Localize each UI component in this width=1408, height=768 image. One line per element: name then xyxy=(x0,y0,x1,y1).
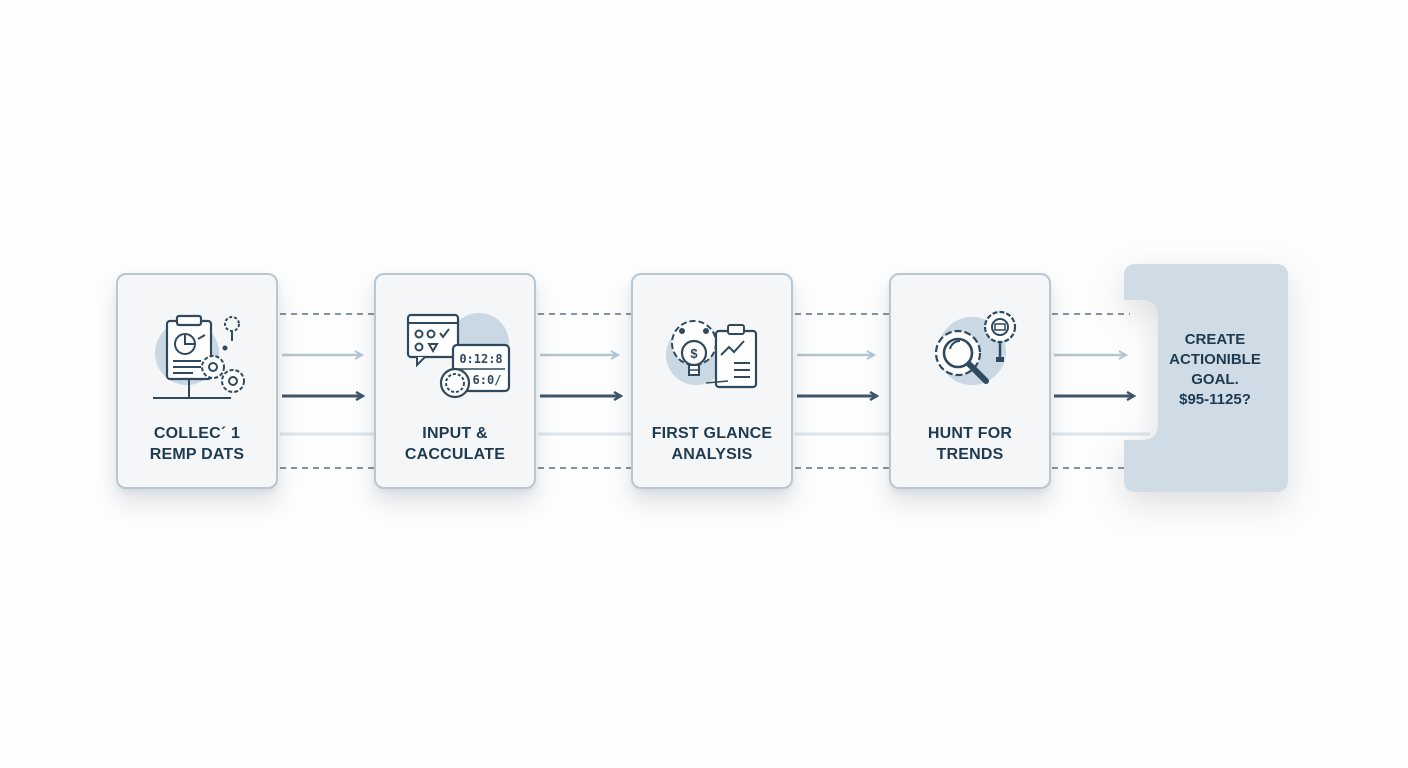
final-goal-label: CREATE ACTIONIBLE GOAL. $95-1125? xyxy=(1169,331,1261,408)
step-label: HUNT FOR TRENDS xyxy=(927,425,1013,463)
connector-4-5 xyxy=(1052,313,1150,469)
connector-3-4 xyxy=(795,313,889,469)
step-card-input-calculate: 0:12:8 6:0/ INPUT & CACCULATE xyxy=(374,273,536,489)
lightbulb-report-icon: $ xyxy=(666,320,758,389)
step-card-hunt-for-trends: HUNT FOR TRENDS xyxy=(889,273,1051,489)
magnifier-gear-icon xyxy=(934,310,1017,385)
step-label: FIRST GLANCE ANALYSIS xyxy=(651,425,773,463)
connector-1-2 xyxy=(280,313,374,469)
step-card-first-glance-analysis: $ FIRST GLANCE ANALYSIS xyxy=(631,273,793,489)
svg-text:$: $ xyxy=(690,346,698,361)
clipboard-chart-gears-icon xyxy=(153,314,245,399)
display-value-top: 0:12:8 xyxy=(459,352,502,366)
calculator-window-icon: 0:12:8 6:0/ xyxy=(406,313,511,399)
final-card-shape xyxy=(1124,264,1288,492)
display-value-bottom: 6:0/ xyxy=(473,373,502,387)
final-goal-card: CREATE ACTIONIBLE GOAL. $95-1125? xyxy=(1124,264,1288,492)
connector-2-3 xyxy=(538,313,632,469)
step-label: COLLEC´ 1 REMP DATS xyxy=(149,425,245,463)
step-label: INPUT & CACCULATE xyxy=(404,425,506,463)
step-card-collect-data: COLLEC´ 1 REMP DATS xyxy=(116,273,278,489)
